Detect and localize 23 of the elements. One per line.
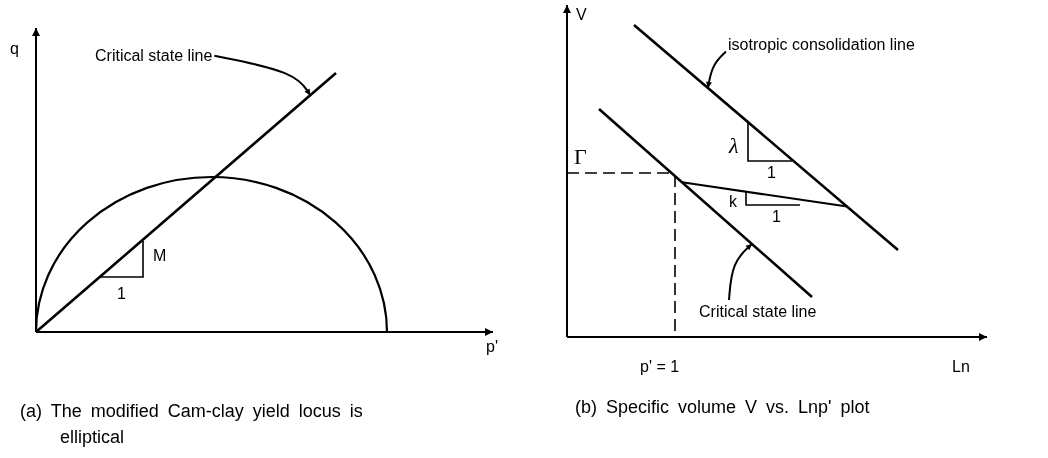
critical-state-line bbox=[598, 108, 813, 298]
slope-label: 1 bbox=[767, 164, 776, 182]
line-label: Critical state line bbox=[95, 47, 213, 65]
figure-caption: (a) The modified Cam-clay yield locus is elliptical bbox=[20, 400, 364, 450]
line-label: isotropic consolidation line bbox=[728, 36, 915, 54]
slope-label: 1 bbox=[772, 208, 781, 226]
figure-caption: (b) Specific volume V vs. Lnp' plot bbox=[575, 398, 870, 418]
critical-state-line bbox=[35, 72, 337, 333]
symbol-label: λ bbox=[729, 134, 739, 159]
line-label: Critical state line bbox=[699, 303, 817, 321]
leader-line bbox=[706, 50, 727, 89]
symbol-label: Γ bbox=[574, 145, 587, 170]
axis-label: p' bbox=[486, 338, 498, 356]
axis-label: Ln bbox=[952, 358, 970, 376]
slope-label: k bbox=[729, 193, 737, 211]
axis-tick-label: p' = 1 bbox=[640, 358, 680, 376]
slope-label: M bbox=[153, 247, 167, 265]
axis-label: V bbox=[576, 6, 587, 24]
axis-label: q bbox=[10, 40, 19, 58]
leader-line bbox=[728, 243, 753, 301]
swelling-line bbox=[681, 181, 849, 208]
slope-label: 1 bbox=[117, 285, 126, 303]
leader-line bbox=[213, 54, 312, 97]
